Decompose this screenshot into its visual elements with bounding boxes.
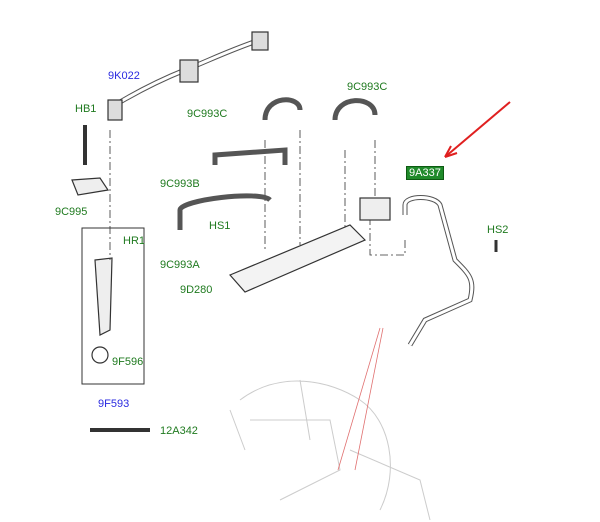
label-9c993c-b[interactable]: 9C993C (347, 81, 388, 93)
label-9f596[interactable]: 9F596 (112, 356, 144, 368)
fuel-pipe-9c993b (212, 147, 288, 165)
label-9d280[interactable]: 9D280 (180, 284, 213, 296)
fuel-injector (94, 257, 113, 336)
red-arrow-icon (444, 101, 511, 158)
fuel-pipe-9c993a (177, 193, 272, 230)
label-hb1[interactable]: HB1 (75, 103, 97, 115)
label-9c993a[interactable]: 9C993A (160, 259, 200, 271)
engine-background (229, 379, 431, 521)
label-hs2[interactable]: HS2 (487, 224, 509, 236)
label-12a342[interactable]: 12A342 (160, 425, 198, 437)
label-9k022[interactable]: 9K022 (108, 70, 140, 82)
highlight-lines (337, 327, 384, 471)
fuel-pipe-9c993c (262, 97, 303, 121)
label-9c993b[interactable]: 9C993B (160, 178, 200, 190)
label-hr1[interactable]: HR1 (123, 235, 146, 247)
fuel-rail (228, 224, 367, 293)
fuel-pipe-9a337 (402, 195, 475, 347)
label-9a337-highlighted[interactable]: 9A337 (406, 166, 444, 180)
injector-clamp (71, 177, 110, 196)
label-9f593[interactable]: 9F593 (98, 398, 130, 410)
label-9c993c-a[interactable]: 9C993C (187, 108, 228, 120)
label-hs1[interactable]: HS1 (209, 220, 231, 232)
label-9c995[interactable]: 9C995 (55, 206, 88, 218)
